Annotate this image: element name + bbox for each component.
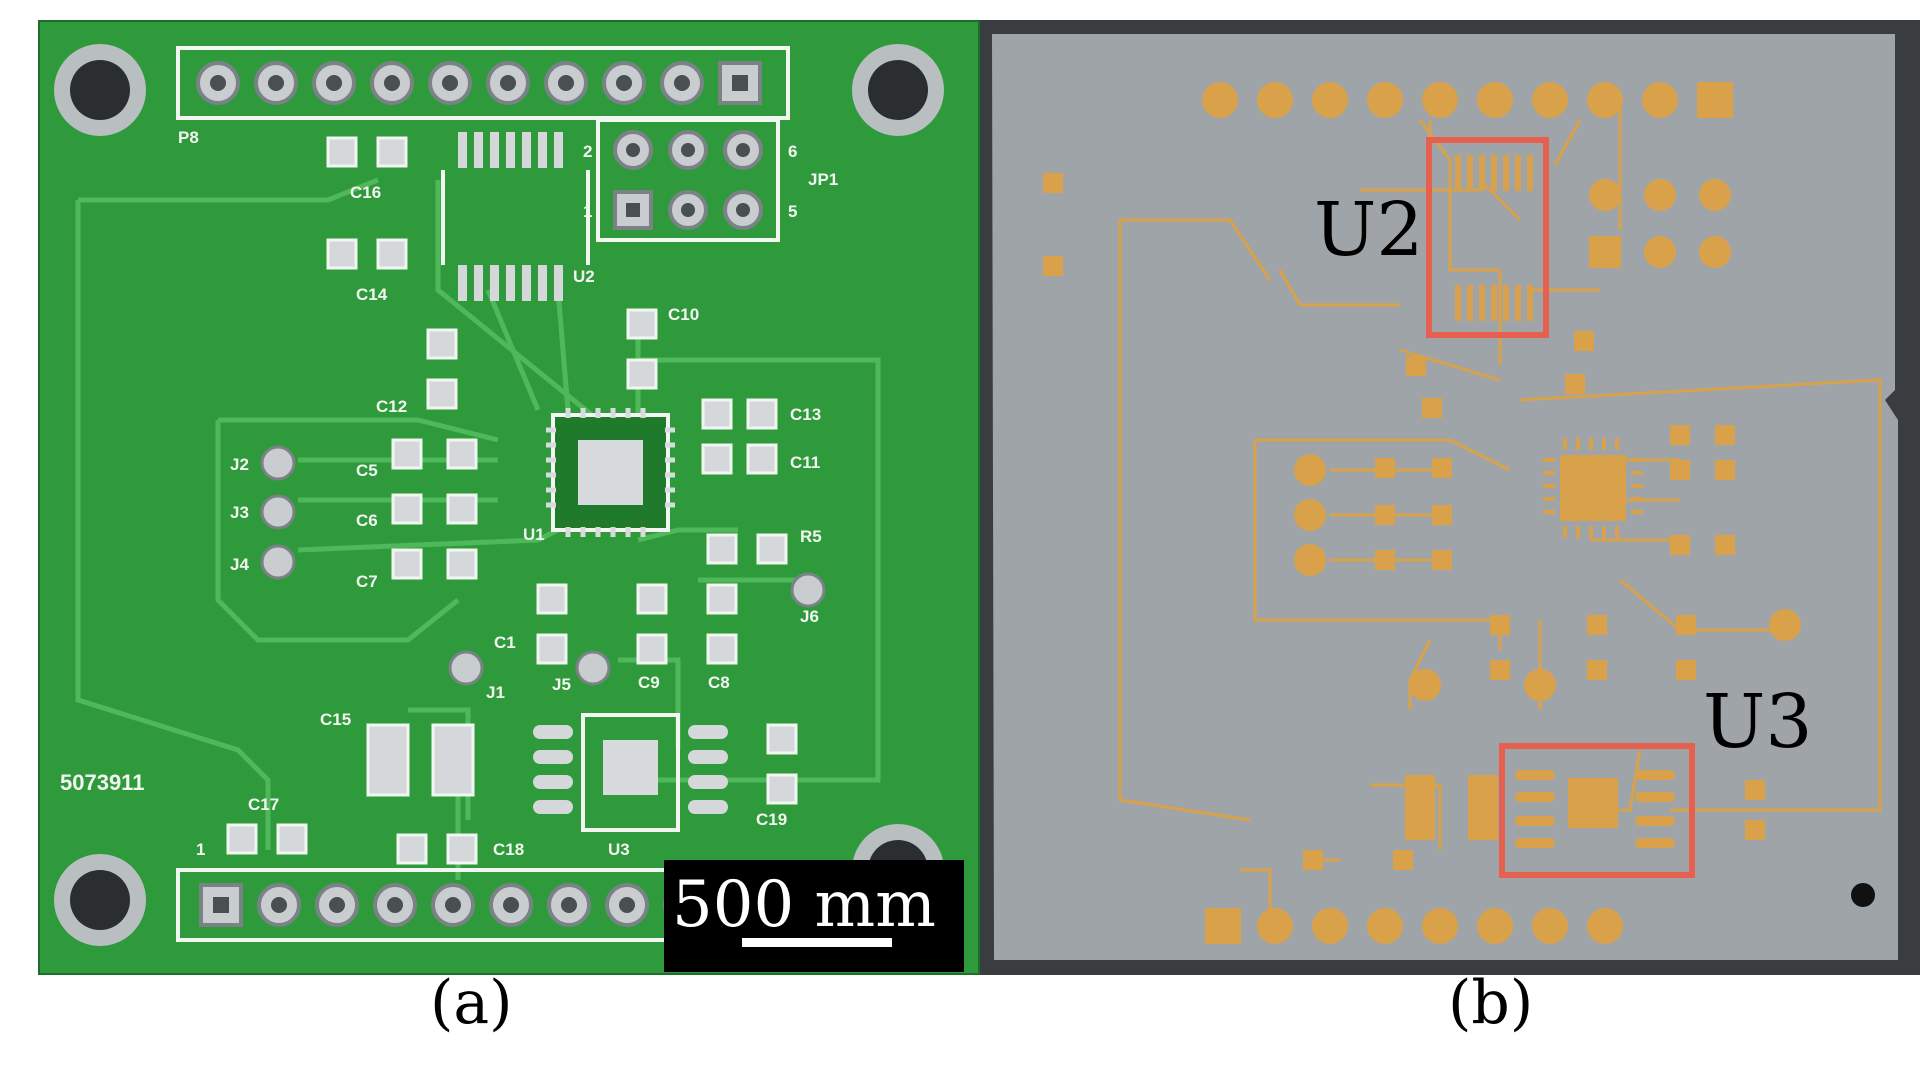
label-c10: C10 (668, 305, 699, 324)
caption-a: (a) (430, 968, 513, 1038)
u3-highlight-box (1499, 743, 1695, 878)
smd-pads (226, 136, 798, 865)
label-c15: C15 (320, 710, 351, 729)
label-j3: J3 (230, 503, 249, 522)
fiducial-hole (1851, 883, 1875, 907)
label-j4: J4 (230, 555, 249, 574)
label-j6: J6 (800, 607, 819, 626)
bottom-header-pins (199, 883, 707, 927)
label-c9: C9 (638, 673, 660, 692)
label-p8: P8 (178, 128, 199, 147)
label-c5: C5 (356, 461, 378, 480)
ceramic-photo-panel: U2 U3 (980, 20, 1920, 975)
gold-qfn-pad (1560, 455, 1626, 521)
gold-u3-pads (1405, 770, 1675, 848)
label-r5: R5 (800, 527, 822, 546)
pcb-photo-panel: P8 JP1 C16 C14 U2 C10 C12 C13 C11 J2 C5 … (38, 20, 980, 975)
u2-label: U2 (1314, 187, 1423, 273)
label-c17: C17 (248, 795, 279, 814)
label-c16: C16 (350, 183, 381, 202)
ceramic-board-figure: U2 U3 (980, 20, 1920, 975)
gold-square-pads (1043, 173, 1765, 870)
u1-qfn (546, 408, 675, 537)
u2-pads (458, 132, 563, 301)
label-c12: C12 (376, 397, 407, 416)
u2-highlight-box (1426, 137, 1549, 338)
label-u2: U2 (573, 267, 595, 286)
label-jp-pin1: 1 (583, 202, 592, 221)
label-j2: J2 (230, 455, 249, 474)
u3-pads (533, 725, 728, 814)
u3-outline (581, 713, 680, 832)
label-c8: C8 (708, 673, 730, 692)
test-pads (260, 445, 826, 686)
c15-pads (366, 723, 475, 797)
scale-bar: 500 mm (664, 860, 964, 972)
label-pin1: 1 (196, 840, 205, 859)
gold-qfn-leads (1543, 438, 1643, 538)
label-jp-pin5: 5 (788, 202, 797, 221)
gold-round-pads (1294, 454, 1801, 701)
scale-bar-label: 500 mm (672, 868, 936, 942)
label-c13: C13 (790, 405, 821, 424)
label-jp-pin6: 6 (788, 142, 797, 161)
jp1-pins (613, 130, 763, 230)
gold-bottom-pads (1205, 908, 1623, 944)
label-u1: U1 (523, 525, 545, 544)
gold-top-pads (1202, 82, 1733, 268)
label-c18: C18 (493, 840, 524, 859)
label-c19: C19 (756, 810, 787, 829)
label-j1: J1 (486, 683, 505, 702)
label-c11: C11 (790, 453, 820, 472)
label-j5: J5 (552, 675, 571, 694)
serial-number: 5073911 (60, 770, 144, 795)
pcb-board (38, 20, 980, 975)
label-jp-pin2: 2 (583, 142, 592, 161)
label-c1: C1 (494, 633, 516, 652)
caption-b: (b) (1448, 968, 1534, 1038)
label-c7: C7 (356, 572, 378, 591)
label-c14: C14 (356, 285, 388, 304)
pcb-board-figure: P8 JP1 C16 C14 U2 C10 C12 C13 C11 J2 C5 … (38, 20, 980, 975)
label-u3: U3 (608, 840, 630, 859)
gold-u2-pads (1455, 155, 1533, 321)
ceramic-substrate (992, 34, 1898, 960)
header-p8-pins (196, 61, 762, 105)
label-jp1: JP1 (808, 170, 838, 189)
label-c6: C6 (356, 511, 378, 530)
u3-label: U3 (1703, 679, 1812, 765)
